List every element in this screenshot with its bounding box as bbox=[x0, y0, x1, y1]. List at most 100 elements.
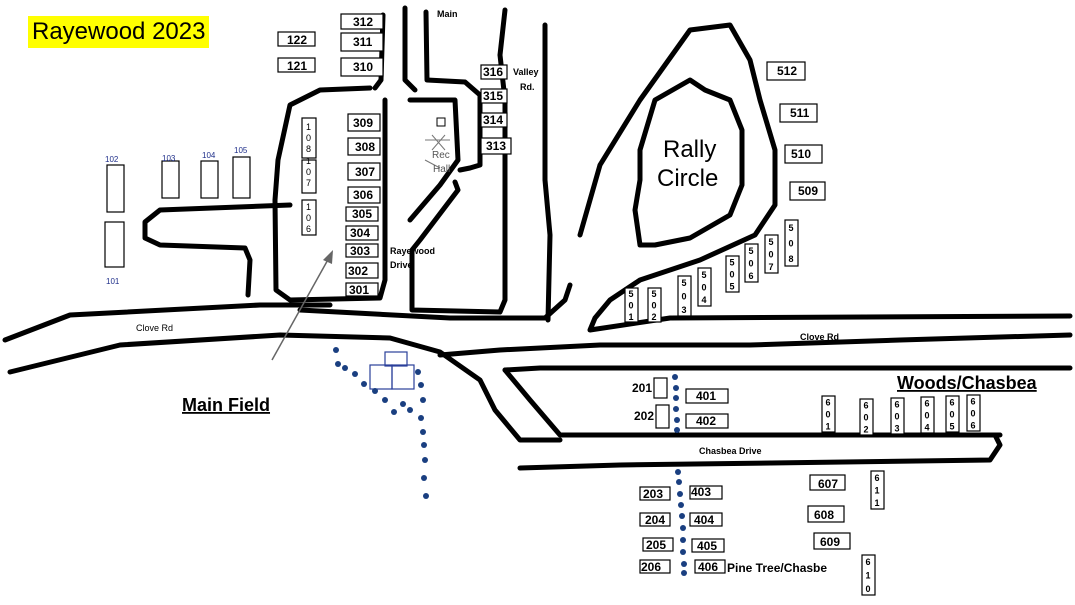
site-204[interactable] bbox=[639, 512, 671, 527]
site-404[interactable] bbox=[689, 512, 723, 527]
site-105[interactable] bbox=[232, 156, 251, 199]
site-501-digit-3: 1 bbox=[629, 312, 634, 322]
site-203-label: 203 bbox=[643, 487, 663, 501]
site-303[interactable] bbox=[345, 243, 379, 258]
site-601-digit-1: 6 bbox=[826, 398, 831, 408]
site-604[interactable] bbox=[920, 396, 935, 434]
site-503[interactable] bbox=[677, 275, 692, 317]
site-606[interactable] bbox=[966, 394, 981, 432]
site-605[interactable] bbox=[945, 395, 960, 433]
site-610[interactable] bbox=[861, 554, 876, 596]
sites: 312 311 310 122 121 309 308 307 306 305 … bbox=[104, 13, 851, 574]
site-308[interactable] bbox=[347, 137, 381, 156]
site-206-label: 206 bbox=[641, 560, 661, 574]
site-101[interactable] bbox=[104, 221, 125, 268]
site-306[interactable] bbox=[347, 186, 381, 204]
main-field-label: Main Field bbox=[182, 395, 270, 415]
site-405[interactable] bbox=[691, 538, 725, 553]
site-607[interactable] bbox=[809, 474, 846, 491]
site-510[interactable] bbox=[784, 144, 823, 164]
site-501-digit-2: 0 bbox=[629, 301, 634, 311]
site-302[interactable] bbox=[345, 262, 379, 279]
site-316-label: 316 bbox=[483, 65, 503, 79]
site-309[interactable] bbox=[347, 113, 381, 132]
site-503-digit-2: 0 bbox=[682, 292, 687, 302]
site-504-digit-1: 5 bbox=[702, 270, 707, 280]
site-402[interactable] bbox=[685, 413, 729, 429]
site-403[interactable] bbox=[689, 485, 723, 500]
site-103[interactable] bbox=[161, 160, 180, 199]
rec-hall-label-2: Hall bbox=[433, 164, 450, 175]
site-122[interactable] bbox=[277, 31, 316, 47]
site-401-label: 401 bbox=[696, 389, 716, 403]
site-313[interactable] bbox=[480, 137, 512, 155]
site-504[interactable] bbox=[697, 267, 712, 307]
site-606-digit-3: 6 bbox=[971, 421, 976, 431]
site-201[interactable] bbox=[653, 377, 668, 399]
site-601[interactable] bbox=[821, 395, 836, 433]
site-508-digit-3: 8 bbox=[789, 254, 794, 264]
site-314[interactable] bbox=[480, 112, 508, 128]
site-506[interactable] bbox=[744, 243, 759, 283]
site-107[interactable] bbox=[301, 159, 317, 194]
site-611[interactable] bbox=[870, 470, 885, 510]
site-203[interactable] bbox=[639, 486, 671, 501]
site-406[interactable] bbox=[694, 559, 726, 574]
site-312[interactable] bbox=[340, 13, 384, 30]
site-315[interactable] bbox=[480, 88, 508, 104]
site-104[interactable] bbox=[200, 160, 219, 199]
site-305[interactable] bbox=[345, 206, 379, 222]
site-301[interactable] bbox=[345, 282, 379, 297]
site-604-digit-1: 6 bbox=[925, 399, 930, 409]
site-316[interactable] bbox=[480, 64, 508, 80]
site-608[interactable] bbox=[807, 505, 845, 523]
site-510-label: 510 bbox=[791, 147, 811, 161]
site-306-label: 306 bbox=[353, 188, 373, 202]
site-603[interactable] bbox=[890, 397, 905, 435]
site-102[interactable] bbox=[106, 164, 125, 213]
site-508-digit-1: 5 bbox=[789, 223, 794, 233]
trail-dot bbox=[673, 385, 679, 391]
site-202[interactable] bbox=[655, 404, 670, 429]
site-304[interactable] bbox=[345, 225, 379, 241]
site-106[interactable] bbox=[301, 199, 317, 236]
site-606-digit-1: 6 bbox=[971, 397, 976, 407]
site-501[interactable] bbox=[624, 287, 639, 323]
site-310[interactable] bbox=[340, 57, 384, 77]
site-201-label: 201 bbox=[632, 381, 652, 395]
rally-circle-label-1: Rally bbox=[663, 136, 716, 163]
site-605-digit-1: 6 bbox=[950, 398, 955, 408]
trail-dot bbox=[418, 415, 424, 421]
site-205[interactable] bbox=[642, 537, 674, 552]
site-502[interactable] bbox=[647, 287, 662, 323]
site-604-digit-3: 4 bbox=[925, 423, 930, 433]
site-602-digit-1: 6 bbox=[864, 401, 869, 411]
site-609[interactable] bbox=[813, 532, 851, 550]
site-610-digit-3: 0 bbox=[866, 584, 871, 594]
site-512[interactable] bbox=[766, 61, 806, 81]
site-506-digit-3: 6 bbox=[749, 271, 754, 281]
site-511[interactable] bbox=[779, 103, 818, 123]
site-314-label: 314 bbox=[483, 113, 503, 127]
site-312-label: 312 bbox=[353, 15, 373, 29]
site-108[interactable] bbox=[301, 117, 317, 159]
site-508[interactable] bbox=[784, 219, 799, 267]
site-507[interactable] bbox=[764, 234, 779, 274]
trail-dot bbox=[382, 397, 388, 403]
site-512-label: 512 bbox=[777, 64, 797, 78]
site-307[interactable] bbox=[347, 162, 381, 181]
trail-dot bbox=[679, 513, 685, 519]
site-311[interactable] bbox=[340, 32, 384, 52]
site-206[interactable] bbox=[639, 559, 671, 574]
trail-dot bbox=[333, 347, 339, 353]
site-401[interactable] bbox=[685, 388, 729, 404]
trail-dot bbox=[680, 537, 686, 543]
site-509[interactable] bbox=[789, 181, 826, 201]
rayewood-drive-label-2: Drive bbox=[390, 260, 413, 270]
site-121[interactable] bbox=[277, 57, 316, 73]
site-505[interactable] bbox=[725, 255, 740, 293]
site-310-label: 310 bbox=[353, 60, 373, 74]
trail-dot bbox=[418, 382, 424, 388]
site-602[interactable] bbox=[859, 398, 874, 436]
trail-dot bbox=[407, 407, 413, 413]
